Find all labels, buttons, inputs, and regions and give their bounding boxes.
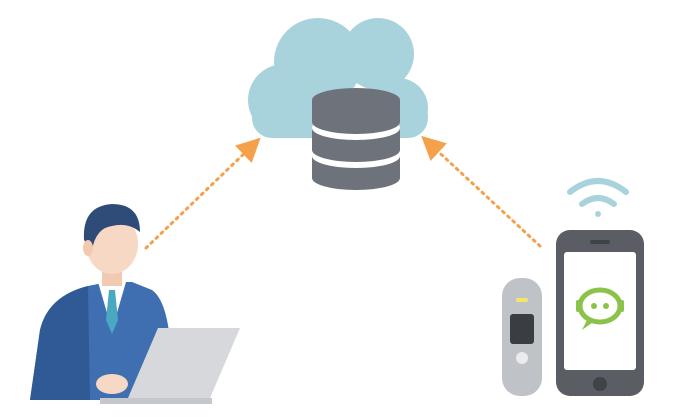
smartphone-and-wearable-icon bbox=[502, 178, 644, 396]
database-icon bbox=[312, 88, 400, 190]
cloud-database-icon bbox=[248, 18, 428, 190]
ear bbox=[83, 240, 93, 256]
smartphone-icon bbox=[556, 230, 644, 396]
chat-bubble-icon bbox=[576, 287, 624, 330]
laptop-icon bbox=[100, 328, 240, 404]
wifi-icon bbox=[567, 178, 629, 217]
hair bbox=[83, 204, 140, 250]
person-laptop-icon bbox=[30, 204, 240, 404]
hand bbox=[96, 374, 128, 394]
arrow-mobile-to-cloud bbox=[421, 135, 542, 248]
suit-shadow bbox=[30, 286, 90, 400]
arrow-worker-to-cloud bbox=[144, 137, 261, 250]
tie bbox=[106, 290, 118, 334]
wearable-device-icon bbox=[502, 278, 542, 396]
